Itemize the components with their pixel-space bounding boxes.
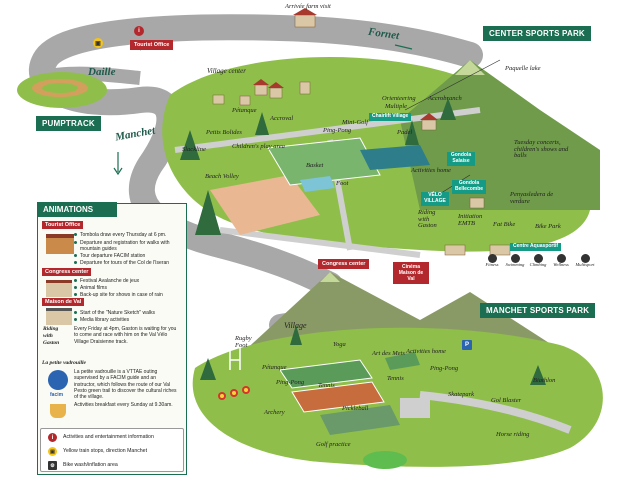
multisport-icon: Multisport [574,254,596,268]
center-sports-park-banner: CENTER SPORTS PARK [483,26,591,41]
label-pickleball: Pickleball [342,405,369,412]
maison-de-val-section-tag: Maison de Val [42,298,85,306]
label-fat-bike: Fat Bike [493,221,516,228]
label-mini-golf: Mini-Golf [342,119,368,126]
label-gol-blaster: Gol Blaster [491,397,522,404]
climbing-icon: Climbing [528,254,548,268]
maison-line: Media library activities [74,317,129,323]
label-yoga: Yoga [333,341,346,348]
congress-center-tag[interactable]: Congress center [318,259,370,269]
legend-item: Yellow train stops, direction Manchet [63,448,148,454]
fitness-icon: Fitness [482,254,502,268]
facim-text: facim [50,392,64,398]
label-petits-bolides: Petits Bolides [206,129,242,136]
tourist-office-line: Departure for tours of the Col de l'Iser… [74,260,169,266]
breakfast-text: Activities breakfast every Sunday at 9.3… [74,402,173,408]
tourist-office-building-icon [46,234,74,254]
tourist-office-tag[interactable]: Tourist Office [130,40,174,50]
label-padel: Padel [397,129,413,136]
chairlift-village-tag[interactable]: Chairlift Village [369,113,412,121]
tourist-office-line: mountain guides [80,246,117,252]
congress-center-section-tag: Congress center [42,268,92,276]
congress-line: Animal films [74,285,107,291]
label-tennis-1: Tennis [318,382,335,389]
label-tuesday: Tuesday concerts, children's shows and b… [514,139,569,159]
centre-aquasportif-tag[interactable]: Centre Aquasportif [510,243,562,251]
label-beach-volley: Beach Volley [205,173,239,180]
congress-building-icon [46,280,72,297]
road-daille: Daille [88,66,116,78]
label-childrens-play-area: Children's play area [232,143,285,150]
label-slackline: Slackline [182,146,206,153]
breakfast-icon [50,404,66,418]
legend-item: Bike wash/inflation area [63,462,118,468]
riding-text: Every Friday at 4pm, Gaston is waiting f… [74,326,177,345]
label-village-center: Village center [207,67,246,75]
label-ping-pong-2: Ping-Pong [276,379,305,386]
velo-village-tag[interactable]: VÉLO VILLAGE [421,192,449,206]
label-ping-pong-3: Ping-Pong [430,365,459,372]
label-orienteering: Orienteering [382,95,416,102]
label-foot: Foot [336,180,349,187]
label-rugby-foot: Rugby Foot [235,335,252,349]
tourist-office-line: Departure and registration for walks wit… [74,240,170,246]
label-accrobranch: Accrobranch [428,95,462,102]
label-basket: Basket [306,162,324,169]
info-icon: i [48,433,57,442]
label-bike-park: Bike Park [535,223,561,230]
bike-wash-icon: ⚙ [48,461,57,470]
label-golf-practice: Golf practice [316,441,351,448]
label-arrival: Arrivée farm visit [285,3,331,10]
label-petanque: Pétanque [232,107,257,114]
tourist-office-line: Tombola draw every Thursday at 6 pm. [74,232,166,238]
manchet-sports-park-banner: MANCHET SPORTS PARK [480,303,596,318]
info-icon[interactable]: i [134,26,144,36]
animations-title: ANIMATIONS [37,202,117,217]
label-village-manchet: Village [284,321,307,330]
label-ping-pong-1: Ping-Pong [323,127,352,134]
label-tennis-2: Tennis [387,375,404,382]
label-multiple: Multiple [385,103,408,110]
tourist-office-section-tag: Tourist Office [42,221,84,229]
tourist-office-line: Tour departure FACIM station [74,253,145,259]
maison-line: Start of the "Nature Sketch" walks [74,310,155,316]
label-archery: Archery [264,409,285,416]
maison-building-icon [46,308,72,325]
cinema-tag[interactable]: Cinéma Maison de Val [393,262,429,284]
congress-line: Back-up site for shows in case of rain [74,292,163,298]
gondola-salaise-tag[interactable]: Gondola Salaise [447,152,475,166]
label-skatepark: Skatepark [448,391,474,398]
gondola-bellecombe-tag[interactable]: Gondola Bellecombe [452,180,486,194]
label-petanque-manchet: Pétanque [262,364,287,371]
parking-icon: P [462,340,472,350]
vadrouille-title: La petite vadrouille [42,360,86,366]
label-art-des-mets: Art des Mets [372,350,405,357]
label-riding-with-gaston: Riding with Gaston [418,209,437,229]
legend: i Activities and entertainment informati… [40,428,184,472]
label-initiation-emtb: Initiation EMTB [458,213,483,227]
label-activities-home-1: Activities home [411,167,451,174]
wellness-icon: Wellness [551,254,571,268]
label-accroval: Accroval [270,115,294,122]
legend-item: Activities and entertainment information [63,434,154,440]
swimming-icon: Swimming [505,254,525,268]
pumptrack-banner: PUMPTRACK [36,116,101,131]
label-activities-home-2: Activities home [406,348,446,355]
sport-icons-row: Fitness Swimming Climbing Wellness Multi… [482,254,596,268]
train-stop-icon: ▣ [48,447,57,456]
train-stop-icon: ▣ [93,38,103,48]
label-biathlon: Biathlon [533,377,556,384]
vadrouille-text: La petite vadrouille is a VTTAE outing s… [74,369,177,400]
label-peny: Penyasledera de verdure [510,191,554,205]
congress-line: Festival Avalanche de jeux [74,278,139,284]
facim-logo-icon [48,370,68,390]
riding-label: Riding with Gaston [43,326,60,346]
label-paquelle-lake: Paquelle lake [505,65,541,72]
label-horse-riding: Horse riding [496,431,530,438]
